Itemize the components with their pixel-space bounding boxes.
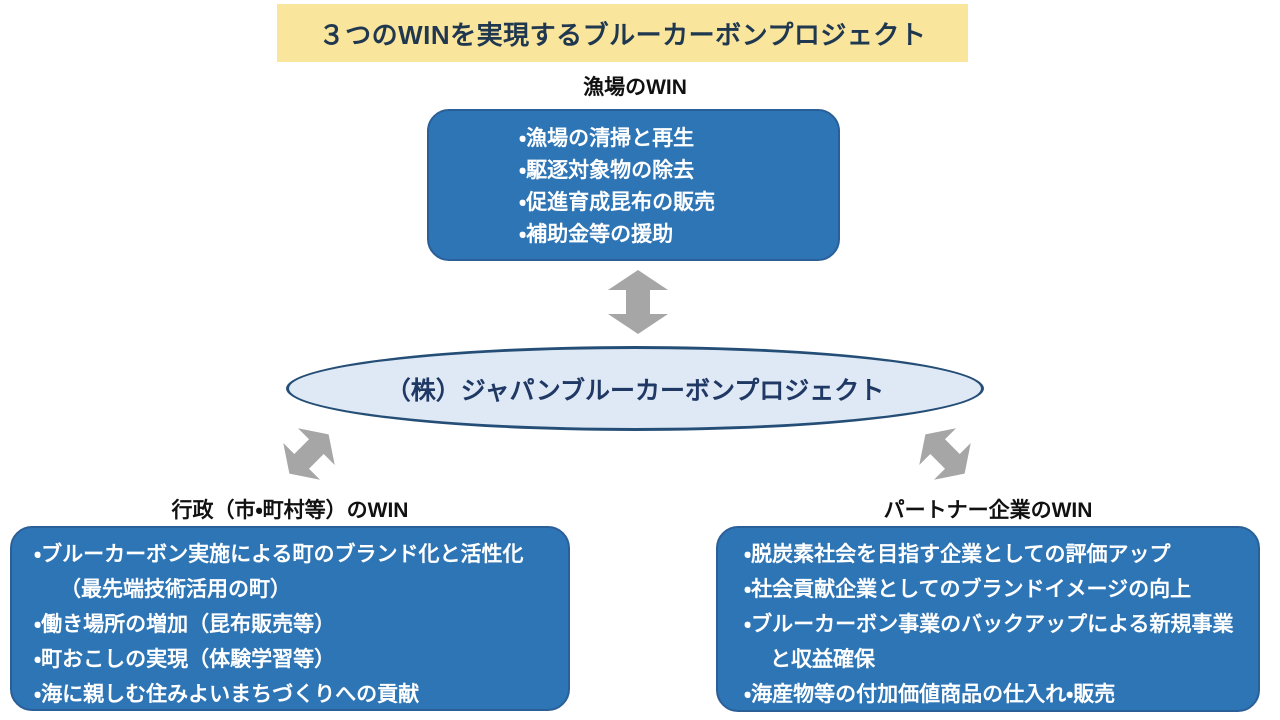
bullet-line: （最先端技術活用の町） — [60, 578, 291, 601]
bullet-line: ・働き場所の増加（昆布販売等） — [34, 613, 336, 636]
bullet-line: ・社会貢献企業としてのブランドイメージの向上 — [744, 578, 1192, 601]
bullet-line: ・補助金等の援助 — [519, 223, 674, 246]
bullet-line: ・漁場の清掃と再生 — [519, 127, 695, 150]
company-name: （株）ジャパンブルーカーボンプロジェクト — [385, 376, 885, 405]
bullet-line: ・海産物等の付加価値商品の仕入れ・販売 — [744, 683, 1116, 706]
bullet-line: ・ブルーカーボン実施による町のブランド化と活性化 — [34, 543, 524, 566]
central-company-ellipse: （株）ジャパンブルーカーボンプロジェクト — [286, 346, 984, 431]
fishery-win-box: ・漁場の清掃と再生・駆逐対象物の除去・促進育成昆布の販売・補助金等の援助 — [427, 109, 840, 261]
government-win-heading: 行政（市・町村等）のWIN — [171, 499, 409, 522]
bullet-line: ・ブルーカーボン事業のバックアップによる新規事業 — [744, 613, 1234, 636]
fishery-win-heading: 漁場のWIN — [583, 76, 687, 99]
partner-win-box: ・脱炭素社会を目指す企業としての評価アップ・社会貢献企業としてのブランドイメージ… — [716, 526, 1260, 712]
double-arrow-vertical-icon — [608, 270, 668, 334]
bullet-line: と収益確保 — [770, 648, 875, 671]
double-arrow-diagonal-nw-se-icon — [906, 415, 984, 493]
double-arrow-diagonal-ne-sw-icon — [270, 415, 348, 493]
bullet-line: ・海に親しむ住みよいまちづくりへの貢献 — [34, 683, 420, 706]
government-win-box: ・ブルーカーボン実施による町のブランド化と活性化 （最先端技術活用の町） ・働き場所… — [10, 526, 570, 711]
bullet-line: ・町おこしの実現（体験学習等） — [34, 648, 336, 671]
title-banner: ３つのWINを実現するブルーカーボンプロジェクト — [277, 4, 968, 62]
page-title: ３つのWINを実現するブルーカーボンプロジェクト — [318, 19, 927, 50]
bullet-line: ・脱炭素社会を目指す企業としての評価アップ — [744, 543, 1171, 566]
partner-win-heading: パートナー企業のWIN — [883, 499, 1093, 522]
bullet-line: ・駆逐対象物の除去 — [519, 159, 695, 182]
bullet-line: ・促進育成昆布の販売 — [519, 191, 716, 214]
